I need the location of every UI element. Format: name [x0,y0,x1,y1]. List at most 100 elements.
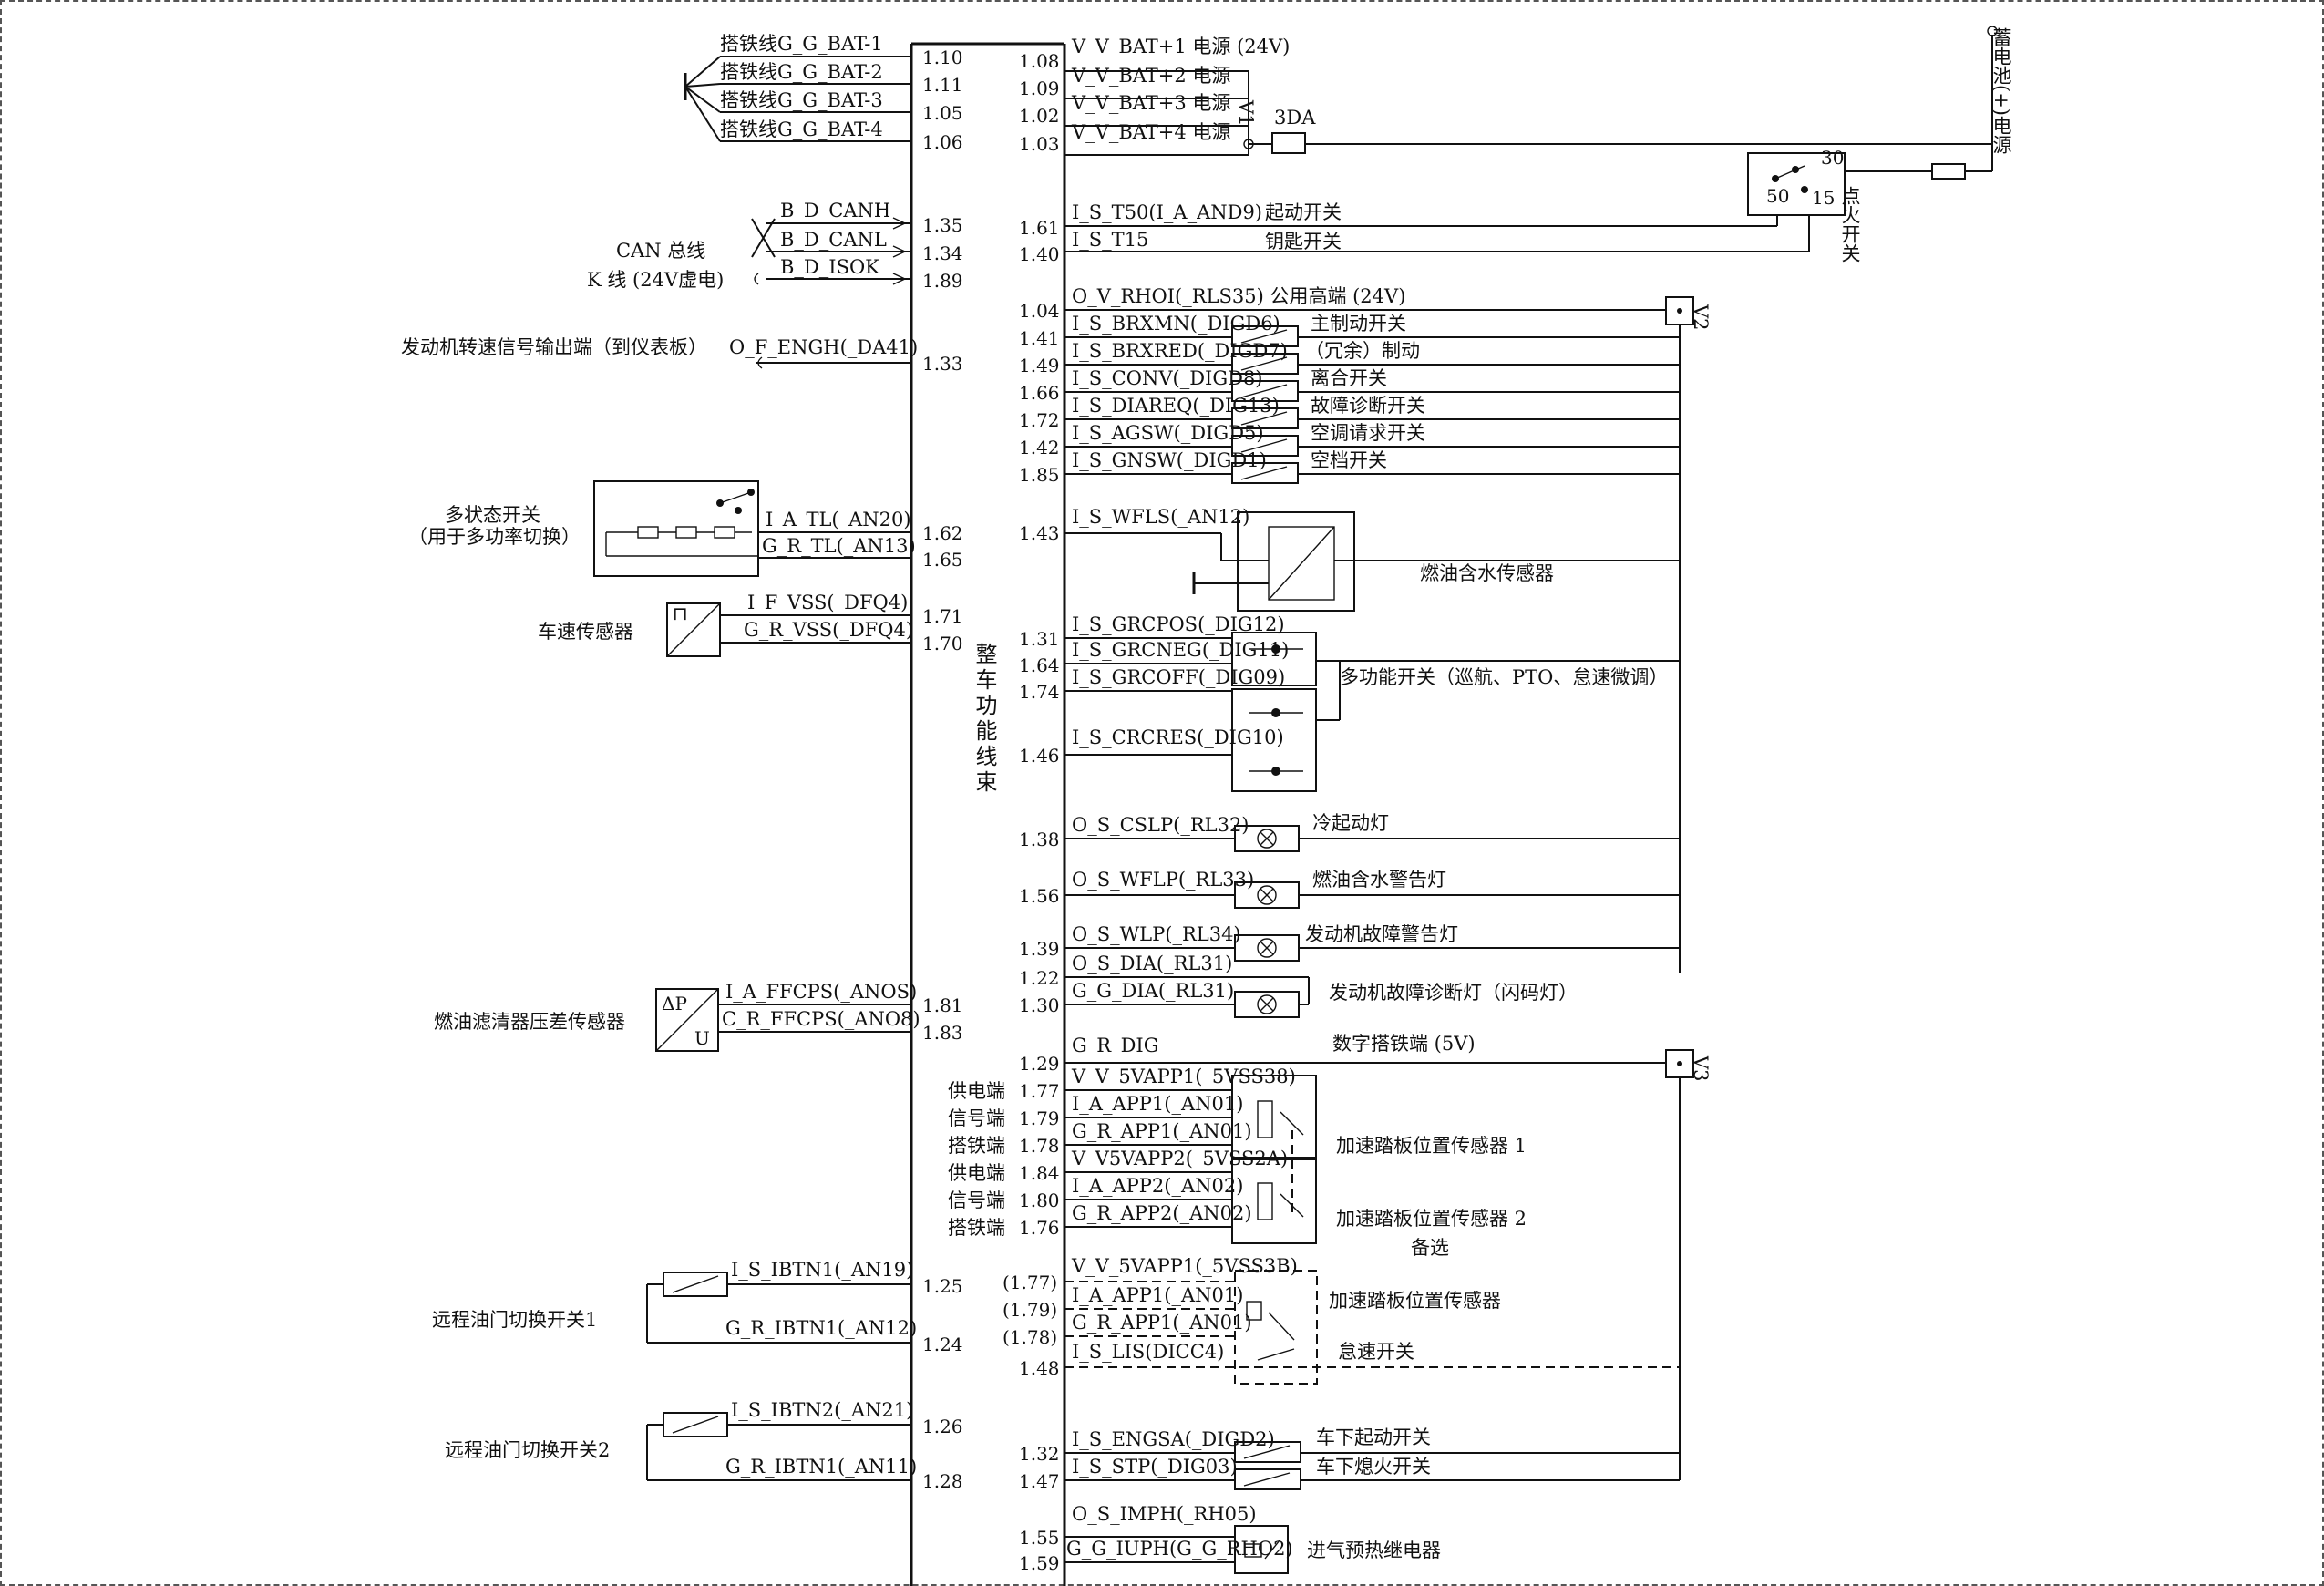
multi-state-switch-note: （用于多功率切换） [408,526,581,548]
right-role-27: 搭铁端 [948,1135,1005,1157]
fuel-filter-sensor-label: 燃油滤清器压差传感器 [434,1011,625,1033]
right-signal-12: I_S_AGSW(_DIGD5) [1072,422,1264,444]
right-signal-29: I_A_APP2(_AN02) [1072,1175,1243,1197]
left-pin-13: 1.81 [922,994,963,1016]
multi-state-switch-label: 多状态开关 [445,504,540,526]
diag-lamp-label: 发动机故障诊断灯（闪码灯） [1329,982,1578,1004]
left-signal-7: B_D_ISOK [780,256,879,278]
right-pin-13: 1.85 [1019,464,1060,486]
pedal-sensor-2-label: 加速踏板位置传感器 2 [1336,1208,1527,1230]
harness-label: 整车功能线束 [972,643,997,796]
right-pin-20: 1.56 [1019,885,1060,907]
left-signal-8: O_F_ENGH(_DA41) [729,336,918,358]
right-pin-15: 1.31 [1019,628,1060,650]
left-pin-8: 1.33 [922,353,963,375]
idle-switch-label: 怠速开关 [1338,1341,1414,1363]
v2-node [1665,296,1694,325]
right-signal-20: O_S_WFLP(_RL33) [1072,869,1254,891]
left-signal-18: G_R_IBTN1(_AN11) [725,1456,917,1478]
left-signal-13: I_A_FFCPS(_ANOS) [725,981,917,1003]
right-pin-17: 1.74 [1019,681,1060,703]
redundant-brake-label: （冗余）制动 [1305,340,1420,362]
left-pin-18: 1.28 [922,1470,963,1492]
ignition-switch-label: 点火开关 [1839,186,1861,263]
right-role-30: 搭铁端 [948,1217,1005,1239]
right-signal-25: V_V_5VAPP1(_5VSS38) [1071,1066,1296,1087]
right-signal-22: O_S_DIA(_RL31) [1072,953,1232,974]
left-signal-14: C_R_FFCPS(_ANO8) [722,1008,920,1030]
right-pin-19: 1.38 [1019,829,1060,850]
right-pin-30: 1.76 [1019,1217,1060,1239]
remote-switch-1-label: 远程油门切换开关1 [432,1309,597,1331]
right-signal-14: I_S_WFLS(_AN12) [1072,506,1249,528]
battery-supply-wires [1064,26,1998,156]
right-signal-1: V_V_BAT+1 电源 (24V) [1071,36,1290,57]
right-signal-30: G_R_APP2(_AN02) [1072,1202,1252,1224]
remote-switch-2-label: 远程油门切换开关2 [445,1439,610,1461]
water-sensor-label: 燃油含水传感器 [1420,562,1554,584]
clutch-label: 离合开关 [1311,367,1387,389]
pedal-sensor-label: 加速踏板位置传感器 [1329,1290,1501,1312]
ignition-switch-symbol [1064,144,1993,252]
right-signal-8: I_S_BRXMN(_DIGD6) [1072,313,1280,335]
right-pin-7: 1.04 [1019,300,1060,322]
left-signal-1: 搭铁线G_G_BAT-1 [720,33,883,55]
left-pin-10: 1.65 [922,549,963,571]
right-signal-19: O_S_CSLP(_RL32) [1072,814,1249,836]
main-brake-label: 主制动开关 [1311,313,1406,335]
left-signal-5: B_D_CANH [780,200,890,221]
right-role-29: 信号端 [948,1190,1005,1211]
right-pin-32: (1.79) [1003,1299,1057,1321]
right-signal-13: I_S_GNSW(_DIGD1) [1072,449,1267,471]
v3-label: V3 [1690,1055,1712,1082]
right-pin-1: 1.08 [1019,50,1060,72]
right-pin-18: 1.46 [1019,745,1060,767]
speed-sensor-symbol: ⊓ [666,602,721,657]
right-pin-36: 1.47 [1019,1470,1060,1492]
right-signal-37: O_S_IMPH(_RH05) [1072,1503,1257,1525]
remote-switch-2-symbol [646,1412,911,1481]
right-pin-38: 1.59 [1019,1552,1060,1574]
right-signal-10: I_S_CONV(_DIGD8) [1072,367,1263,389]
right-signal-32: I_A_APP1(_AN01) [1072,1284,1243,1306]
left-pin-12: 1.70 [922,633,963,654]
right-pin-3: 1.02 [1019,105,1060,127]
offboard-switch-rows [1064,1441,1680,1490]
right-signal-26: I_A_APP1(_AN01) [1072,1093,1243,1115]
pedal-sensor-1-label: 加速踏板位置传感器 1 [1336,1135,1527,1157]
right-signal-6: I_S_T15 [1072,229,1148,251]
fuel-filter-symbol-dp: ΔP [662,993,687,1014]
right-pin-23: 1.30 [1019,994,1060,1016]
left-pin-17: 1.26 [922,1416,963,1437]
right-pin-24: 1.29 [1019,1053,1060,1075]
right-signal-2: V_V_BAT+2 电源 [1071,65,1230,87]
right-pin-22: 1.22 [1019,967,1060,989]
left-signal-3: 搭铁线G_G_BAT-3 [720,89,883,111]
right-signal-4: V_V_BAT+4 电源 [1071,121,1230,143]
lamp-rows [1064,825,1680,1018]
ignition-pin-50: 50 [1766,185,1789,207]
ground-wires [684,56,911,142]
preheat-relay-symbol [1064,1525,1289,1574]
right-role-25: 供电端 [948,1080,1005,1102]
preheat-relay-label: 进气预热继电器 [1307,1540,1441,1561]
right-signal-18: I_S_CRCRES(_DIG10) [1072,726,1284,748]
ac-request-label: 空调请求开关 [1311,422,1425,444]
right-pin-34: 1.48 [1019,1357,1060,1379]
digital-ground-label: 数字搭铁端 (5V) [1332,1033,1476,1055]
ignition-pin-15: 15 [1812,187,1835,209]
right-signal-23: G_G_DIA(_RL31) [1072,980,1234,1002]
right-pin-11: 1.72 [1019,409,1060,431]
right-pin-12: 1.42 [1019,437,1060,458]
right-pin-37: 1.55 [1019,1527,1060,1549]
right-signal-11: I_S_DIAREQ(_DIG13) [1072,395,1280,417]
right-role-26: 信号端 [948,1107,1005,1129]
left-pin-14: 1.83 [922,1022,963,1044]
left-pin-5: 1.35 [922,214,963,236]
right-pin-21: 1.39 [1019,938,1060,960]
right-signal-9: I_S_BRXRED(_DIGD7) [1072,340,1288,362]
left-pin-1: 1.10 [922,46,963,68]
right-signal-34: I_S_LIS(DICC4) [1072,1341,1224,1363]
